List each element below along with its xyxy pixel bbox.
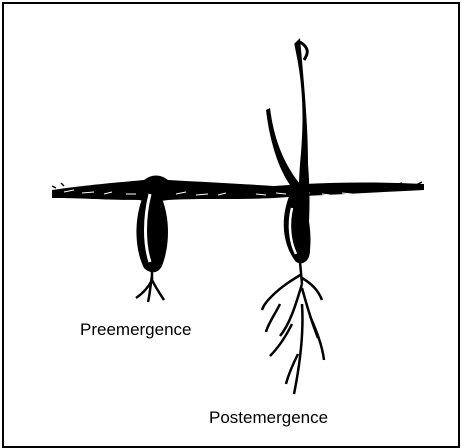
postemergence-label: Postemergence [209,408,328,428]
soil-band [52,176,424,202]
seedling-illustration [4,4,458,446]
preemergence-roots [136,268,164,302]
soil-surface [52,176,424,202]
preemergence-label: Preemergence [80,320,192,340]
postemergence-seedling [262,38,324,394]
postemergence-roots [262,262,324,394]
postemergence-leaf-left [266,108,300,190]
